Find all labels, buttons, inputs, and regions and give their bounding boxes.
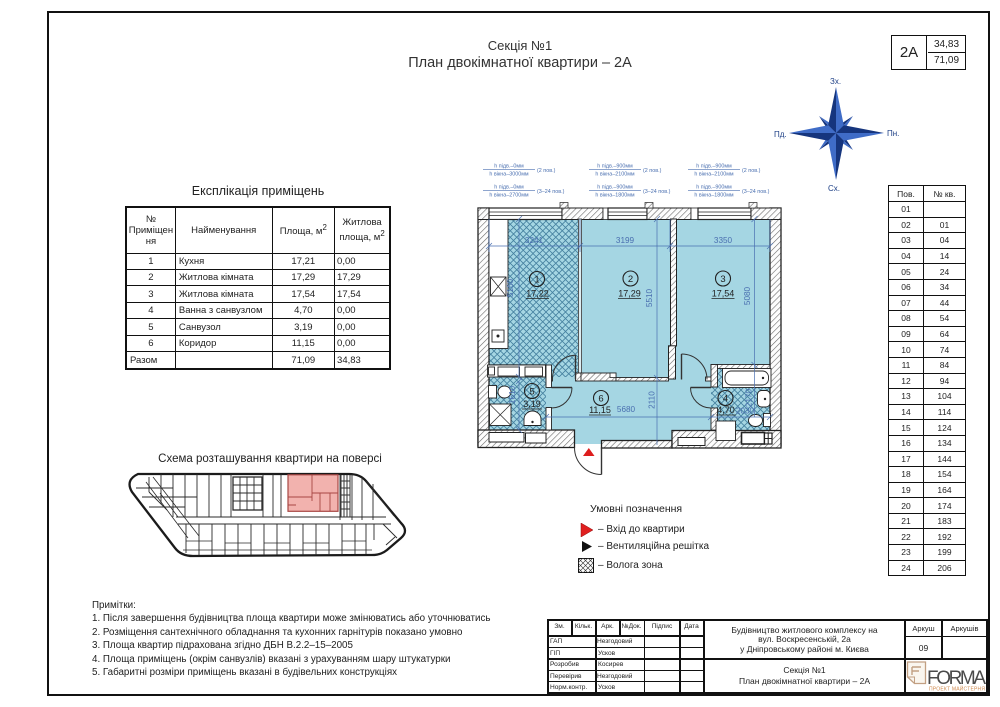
svg-text:(2 пов.): (2 пов.) <box>643 168 662 174</box>
svg-text:5160: 5160 <box>506 278 515 297</box>
svg-text:6: 6 <box>598 394 603 405</box>
svg-text:17,22: 17,22 <box>526 289 549 299</box>
svg-text:2: 2 <box>628 274 633 285</box>
svg-text:5: 5 <box>529 387 534 398</box>
svg-text:Сх.: Сх. <box>828 184 840 193</box>
svg-text:h вікна–1800мм: h вікна–1800мм <box>595 193 635 199</box>
svg-text:(3–24 пов.): (3–24 пов.) <box>643 189 671 195</box>
svg-text:h підв.–900мм: h підв.–900мм <box>696 164 732 170</box>
svg-text:h підв.–900мм: h підв.–900мм <box>696 185 732 191</box>
svg-text:h вікна–3000мм: h вікна–3000мм <box>489 172 529 178</box>
svg-text:(2 пов.): (2 пов.) <box>742 168 761 174</box>
svg-text:4,70: 4,70 <box>717 405 735 415</box>
svg-text:Пн.: Пн. <box>887 129 899 138</box>
svg-text:11,15: 11,15 <box>589 405 611 415</box>
svg-text:h підв.–900мм: h підв.–900мм <box>597 164 633 170</box>
svg-text:(3–24 пов.): (3–24 пов.) <box>537 189 565 195</box>
svg-text:h вікна–2700мм: h вікна–2700мм <box>489 193 529 199</box>
svg-text:FORMA: FORMA <box>927 668 986 689</box>
svg-text:h вікна–1800мм: h вікна–1800мм <box>694 193 734 199</box>
svg-text:5510: 5510 <box>645 288 654 307</box>
svg-text:(2 пов.): (2 пов.) <box>537 168 556 174</box>
svg-text:3: 3 <box>720 274 725 285</box>
svg-text:3241: 3241 <box>525 236 544 245</box>
svg-text:3,19: 3,19 <box>523 399 541 409</box>
svg-text:h вікна–2100мм: h вікна–2100мм <box>694 172 734 178</box>
svg-text:1610: 1610 <box>508 385 517 404</box>
svg-text:2030: 2030 <box>736 407 755 416</box>
svg-text:3350: 3350 <box>714 236 733 245</box>
svg-text:2110: 2110 <box>648 391 657 409</box>
svg-text:17,54: 17,54 <box>712 289 735 299</box>
svg-text:h підв.–900мм: h підв.–900мм <box>597 185 633 191</box>
svg-text:Зх.: Зх. <box>830 77 841 86</box>
svg-text:ПРОЕКТ МАЙСТЕРНЯ: ПРОЕКТ МАЙСТЕРНЯ <box>929 685 985 693</box>
svg-text:4: 4 <box>723 394 728 405</box>
svg-text:1: 1 <box>534 275 539 286</box>
svg-text:Пд.: Пд. <box>774 130 787 139</box>
svg-text:5680: 5680 <box>617 405 636 414</box>
svg-text:3199: 3199 <box>616 236 635 245</box>
svg-text:17,29: 17,29 <box>618 289 641 299</box>
svg-text:(3–24 пов.): (3–24 пов.) <box>742 189 770 195</box>
svg-text:5080: 5080 <box>743 286 752 305</box>
svg-text:2170: 2170 <box>745 388 754 407</box>
svg-text:h вікна–2100мм: h вікна–2100мм <box>595 172 635 178</box>
svg-text:h підв.–0мм: h підв.–0мм <box>494 164 524 170</box>
svg-text:h підв.–0мм: h підв.–0мм <box>494 185 524 191</box>
